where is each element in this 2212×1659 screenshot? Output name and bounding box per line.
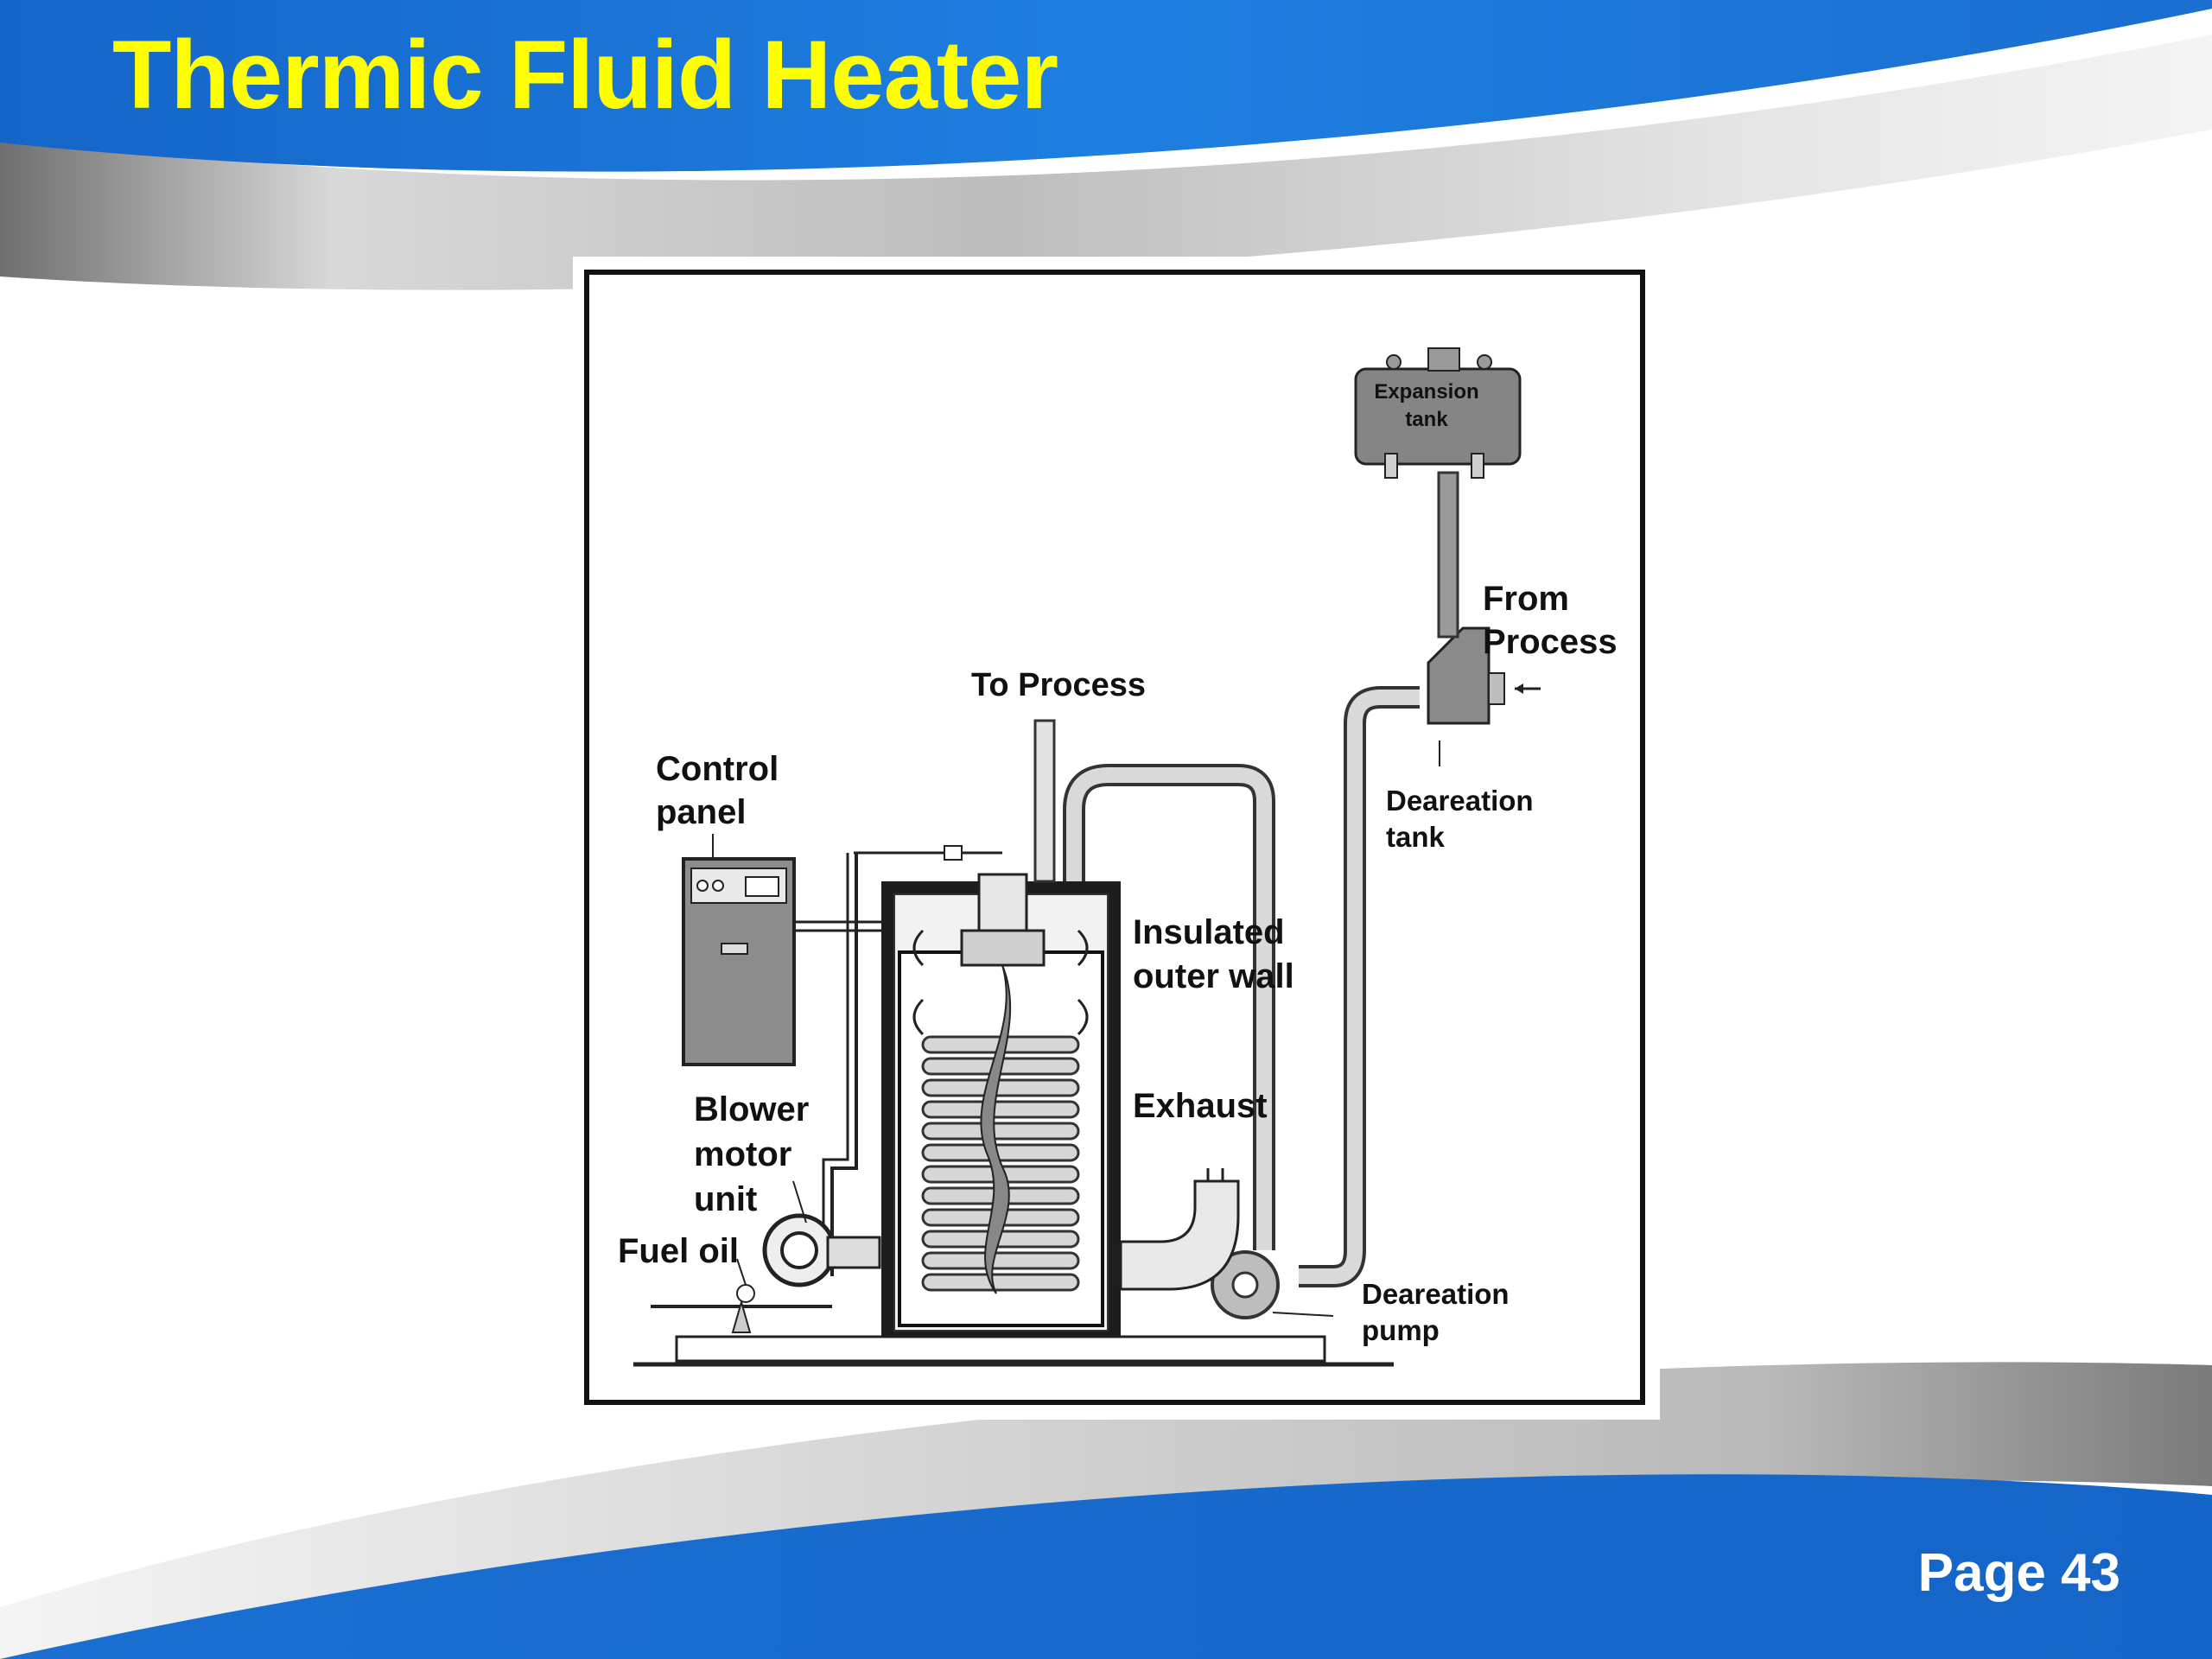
insulated-outer-wall-label: Insulated [1133,913,1285,951]
from-process-label: Process [1483,623,1618,661]
deareation-tank [1427,626,1541,766]
blower-motor-unit-label: Blower [694,1090,809,1128]
control-panel [682,857,881,1066]
blower-motor-unit-label: motor [694,1135,791,1173]
control-panel-label: panel [656,793,746,831]
fuel-oil-label: Fuel oil [618,1232,739,1270]
exhaust-duct [1119,1179,1240,1291]
page-number: Page 43 [1917,1543,2120,1603]
deareation-pump-label: pump [1362,1314,1440,1346]
control-panel-label: Control [656,750,779,788]
insulated-outer-wall-label: outer wall [1133,957,1294,995]
thermic-fluid-heater-diagram: Expansion tank From Process To Process C… [584,270,1645,1405]
flame [980,964,1012,1294]
expansion-tank-label: Expansion [1374,380,1478,404]
to-process-label: To Process [971,667,1146,703]
to-process-pipe [1033,719,1056,883]
deareation-pump-label: Deareation [1362,1278,1510,1310]
from-process-label: From [1483,580,1569,618]
deareation-tank-label: Deareation [1386,785,1534,817]
blower-motor-unit-label: unit [694,1180,757,1218]
blower-motor-unit [762,1213,881,1287]
fuel-oil-line [651,1284,832,1333]
slide-title: Thermic Fluid Heater [112,21,1058,129]
exhaust-label: Exhaust [1133,1087,1268,1125]
deareation-tank-label: tank [1386,821,1446,853]
base-plate [675,1335,1326,1363]
deareation-pump [1211,1250,1334,1319]
heater-diagram-panel: Expansion tank From Process To Process C… [573,257,1660,1420]
heater-body [881,873,1121,1337]
expansion-line-pipe [1437,471,1459,639]
expansion-tank-label: tank [1405,408,1448,431]
expansion-tank [1354,347,1522,479]
